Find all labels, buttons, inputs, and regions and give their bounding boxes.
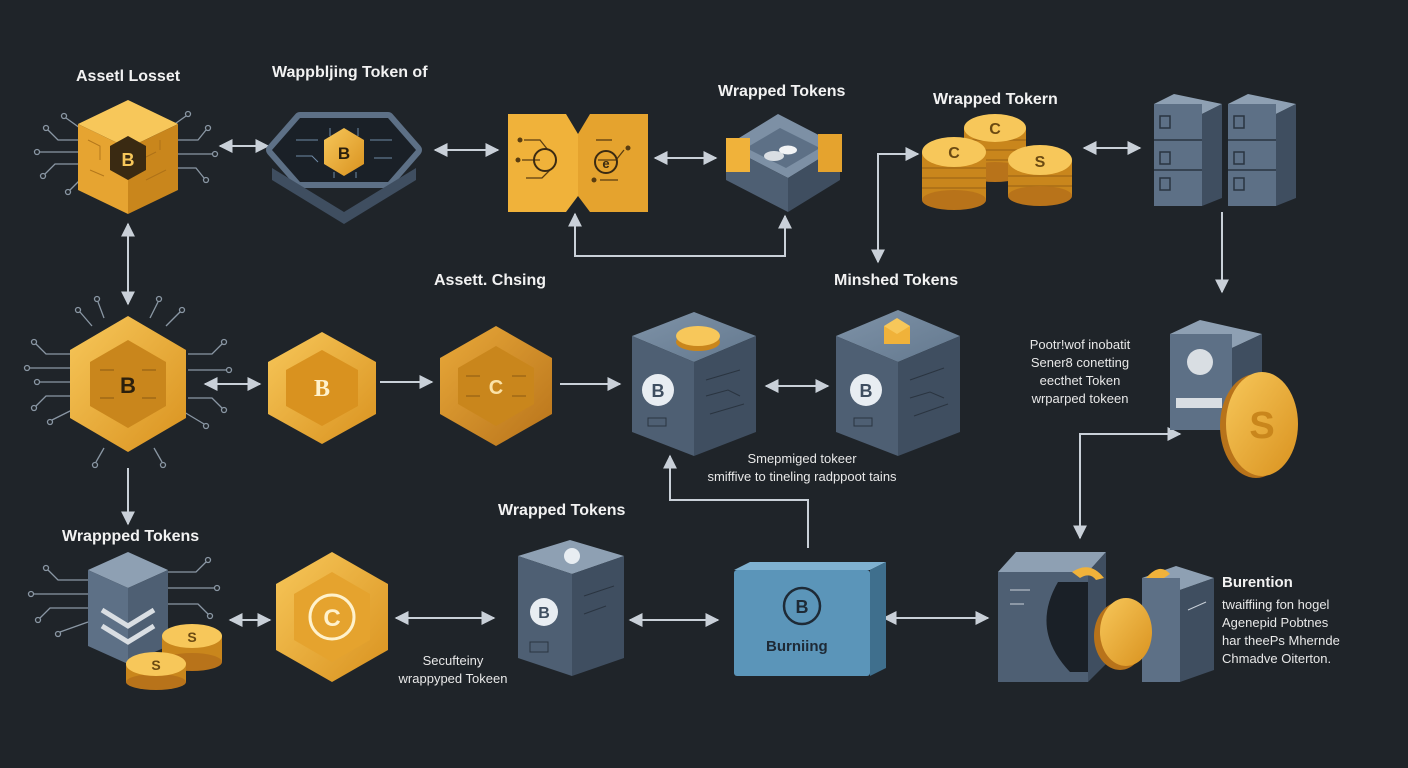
c-coin-glyph: C xyxy=(323,605,340,632)
label-burning: Burniing xyxy=(766,638,828,655)
secuf-note-line: wrappyped Tokeen xyxy=(398,671,508,686)
bitcoin-glyph: B xyxy=(796,597,809,617)
burention-note-line: twaiffiing fon hogel xyxy=(1222,597,1330,612)
burention-note-line: har theePs Mhernde xyxy=(1222,633,1340,648)
label-wrapped-tokern: Wrapped Tokern xyxy=(933,91,1058,108)
burner-furnace-icon xyxy=(998,552,1214,682)
smep-note-line: smiffive to tineling radppoot tains xyxy=(707,469,897,484)
coin-stacks-icon: C C S xyxy=(922,114,1072,210)
arrow-loop-top xyxy=(568,212,792,257)
secuf-note-line: Secufteiny xyxy=(422,653,484,668)
asset-cube-icon: B xyxy=(78,100,178,214)
smep-note: Smepmiged tokeer smiffive to tineling ra… xyxy=(684,450,920,486)
connector-arrows xyxy=(121,139,1229,627)
label-wrapped-tokens-bottom: Wrapped Tokens xyxy=(498,502,626,519)
wrapping-frame-icon: B xyxy=(266,112,422,224)
token-cards-icon: e xyxy=(508,114,648,212)
arrow-burn-to-box xyxy=(663,454,809,548)
label-wrappped-tokens-left: Wrappped Tokens xyxy=(62,528,200,545)
pool-note-line: Sener8 conetting xyxy=(1030,355,1130,370)
wrapped-cube-icon: B xyxy=(518,540,624,676)
tray-box-icon xyxy=(726,114,842,212)
bitcoin-glyph: B xyxy=(538,605,550,622)
bitcoin-glyph: B xyxy=(314,376,330,402)
arrow-coins-to-minted xyxy=(871,147,920,264)
burention-note: twaiffiing fon hogel Agenepid Pobtnes ha… xyxy=(1222,596,1372,668)
s-coin-glyph: S xyxy=(1035,154,1046,171)
c-hex-icon: C xyxy=(276,552,388,682)
minted-cube-icon: B xyxy=(836,310,960,456)
label-asset-losset: Assetl Losset xyxy=(76,68,181,85)
pool-note-line: eecthet Token xyxy=(1039,373,1121,388)
label-burention: Burention xyxy=(1222,574,1293,591)
svg-text:e: e xyxy=(602,156,609,171)
c-coin-glyph: C xyxy=(489,377,503,399)
pool-note-line: Pootr!wof inobatit xyxy=(1029,337,1131,352)
arrow-coin-to-burner xyxy=(1073,427,1182,540)
label-asset-chsing: Assett. Chsing xyxy=(434,272,547,289)
pool-note: Pootr!wof inobatit Sener8 conetting eect… xyxy=(1012,336,1148,408)
asset-hex-icon: B xyxy=(70,316,186,452)
pool-note-line: wrparped tokeen xyxy=(1031,391,1129,406)
label-wrapped-tokens-top: Wrapped Tokens xyxy=(718,83,846,100)
label-minshed-tokens: Minshed Tokens xyxy=(834,272,959,289)
s-coin-glyph: S xyxy=(187,629,196,645)
bitcoin-glyph: B xyxy=(338,144,350,163)
c-coin-glyph: C xyxy=(948,145,960,162)
burention-note-line: Chmadve Oiterton. xyxy=(1222,651,1332,666)
bitcoin-hex-icon: B xyxy=(268,332,376,444)
hashing-hex-icon: C xyxy=(440,326,552,446)
burning-block: B xyxy=(734,562,886,676)
wrapped-box-coins-icon: S S xyxy=(88,552,222,690)
server-towers-icon xyxy=(1154,94,1296,206)
smep-note-line: Smepmiged tokeer xyxy=(747,451,857,466)
bitcoin-glyph: B xyxy=(652,381,665,401)
minting-cube-icon: B xyxy=(632,312,756,456)
bitcoin-glyph: B xyxy=(120,373,136,398)
s-coin-glyph: S xyxy=(1249,405,1274,447)
c-coin-glyph: C xyxy=(989,121,1001,138)
s-coin-glyph: S xyxy=(151,657,160,673)
bitcoin-glyph: B xyxy=(122,150,135,170)
secuf-note: Secufteiny wrappyped Tokeen xyxy=(380,652,526,688)
label-wappbling-token: Wappbljing Token of xyxy=(272,64,428,81)
bitcoin-glyph: B xyxy=(860,381,873,401)
burention-note-line: Agenepid Pobtnes xyxy=(1222,615,1329,630)
proof-server-coin-icon: S xyxy=(1170,320,1298,478)
